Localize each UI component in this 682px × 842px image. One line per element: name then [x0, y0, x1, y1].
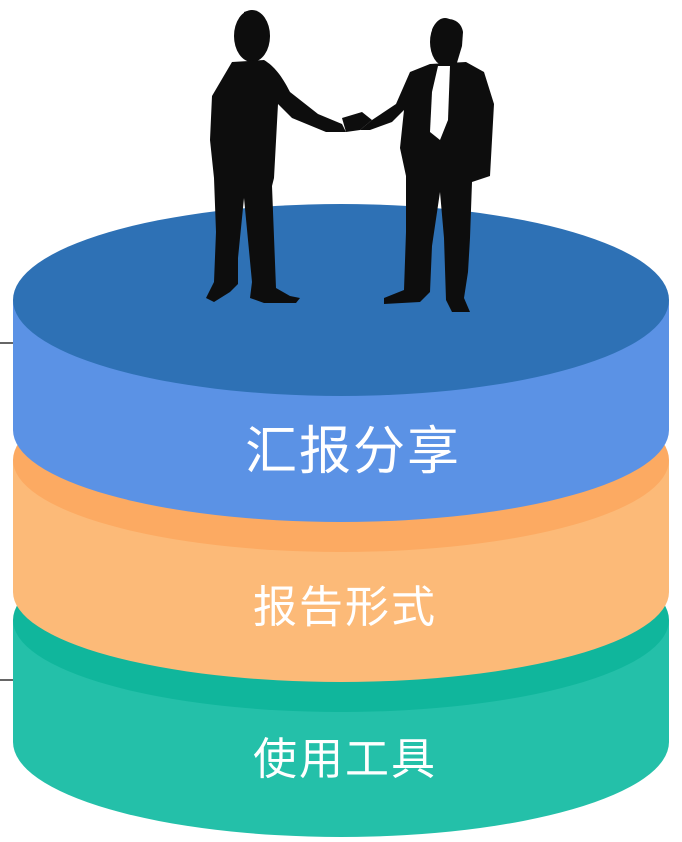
- layer-report-share-label: 汇报分享: [245, 422, 461, 482]
- layer-report-share-top: [13, 204, 669, 396]
- right-man-shirt: [430, 66, 450, 140]
- layer-format-label: 报告形式: [253, 582, 437, 633]
- left-man-silhouette: [206, 10, 372, 303]
- layer-tools-label: 使用工具: [253, 734, 437, 785]
- handshake-icon: [206, 10, 494, 312]
- layer-report-share: 汇报分享: [13, 204, 669, 522]
- right-man-silhouette: [360, 18, 494, 312]
